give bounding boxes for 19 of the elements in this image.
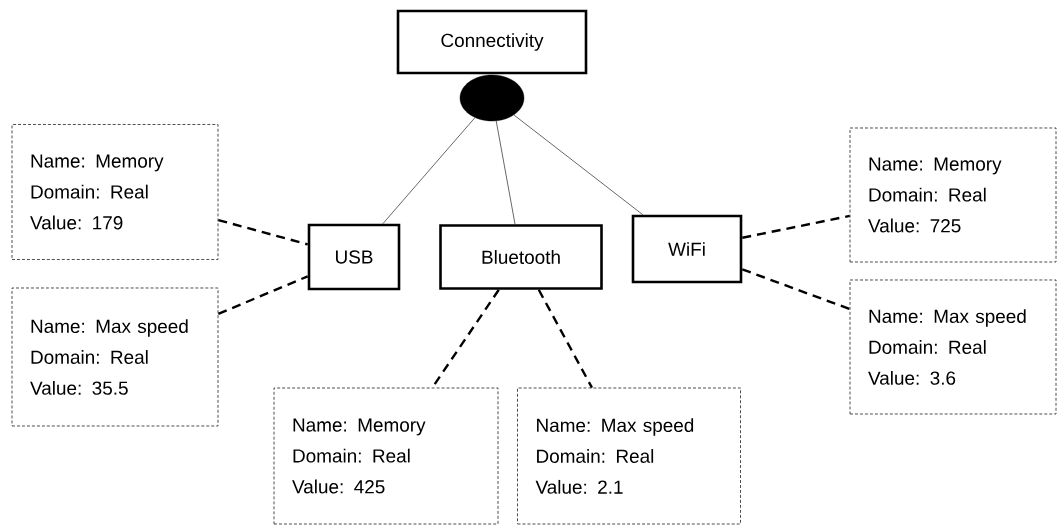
dashed-connector [537, 289, 593, 389]
dashed-connector [217, 275, 309, 315]
feature-box: WiFi [631, 214, 743, 284]
attribute-box: Name: Memory Domain: Real Value: 179 [11, 124, 219, 260]
feature-box: USB [307, 223, 401, 291]
attribute-box: Name: Memory Domain: Real Value: 725 [849, 127, 1057, 263]
feature-box: Bluetooth [439, 224, 603, 290]
attribute-box: Name: Max speed Domain: Real Value: 2.1 [517, 387, 741, 525]
connector-line [513, 114, 644, 215]
feature-box: Connectivity [396, 9, 588, 75]
dashed-connector [218, 218, 309, 246]
dashed-connector [741, 268, 851, 311]
dashed-connector [742, 214, 850, 239]
connector-line [382, 117, 476, 224]
attribute-box: Name: Max speed Domain: Real Value: 35.5 [11, 287, 219, 427]
attribute-box: Name: Max speed Domain: Real Value: 3.6 [849, 279, 1057, 415]
ellipse-shape [459, 74, 525, 122]
connector-line [495, 120, 516, 225]
attribute-box: Name: Memory Domain: Real Value: 425 [273, 387, 499, 525]
